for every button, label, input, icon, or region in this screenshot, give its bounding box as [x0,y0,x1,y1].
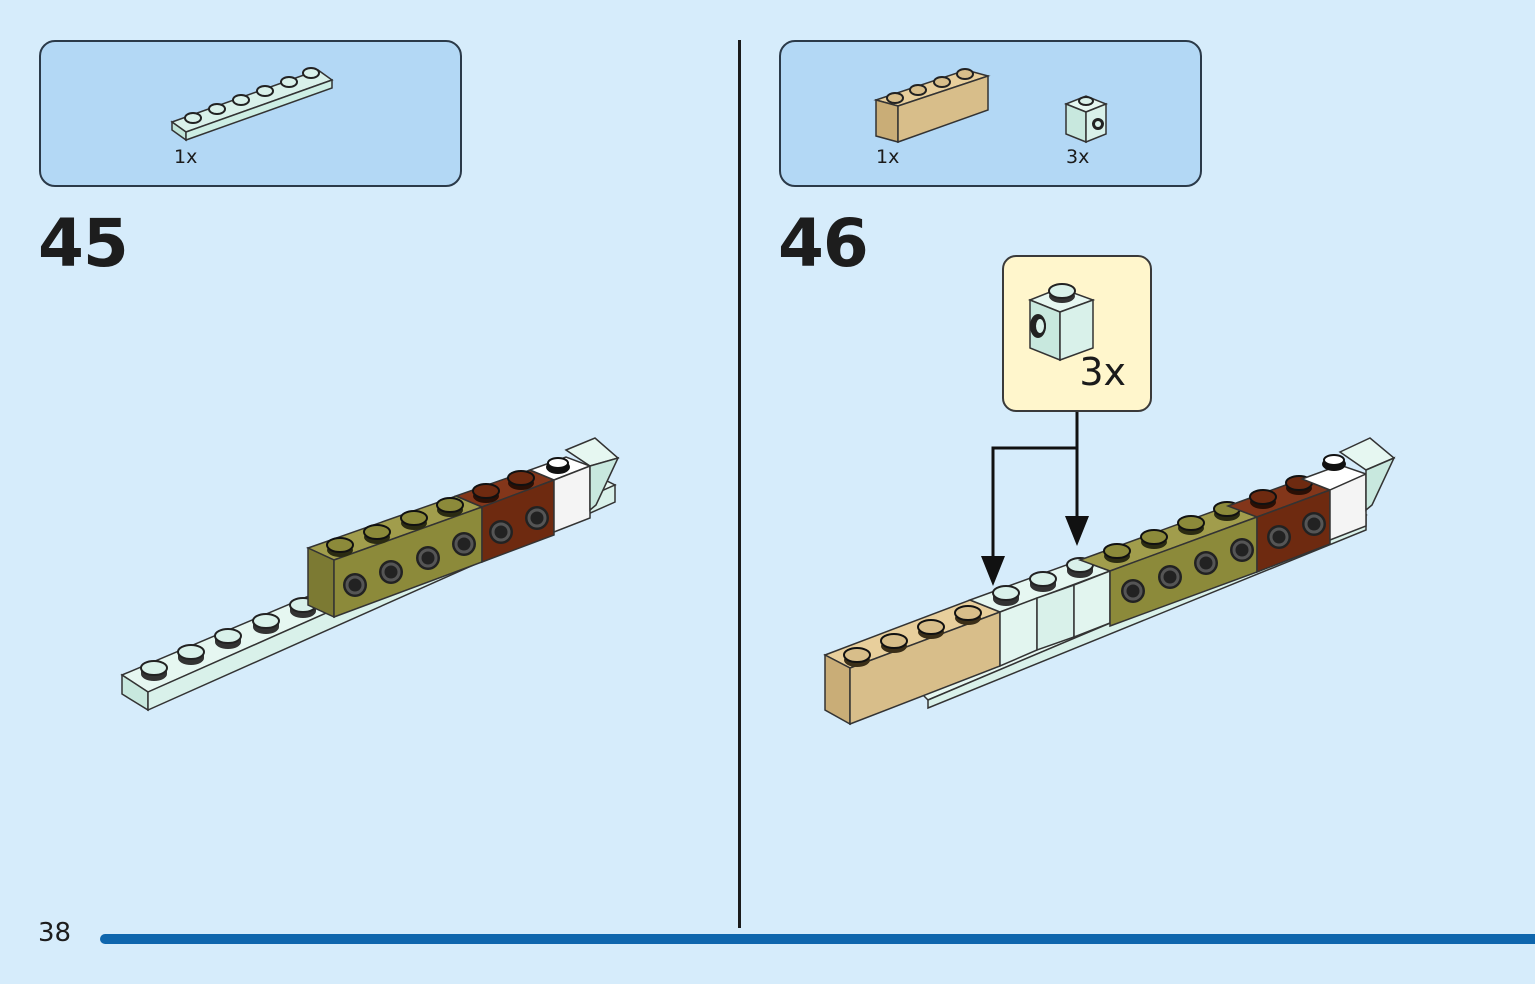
part-qty: 3x [1066,146,1090,168]
part-qty: 1x [174,146,198,168]
part-qty: 1x [876,146,900,168]
brick-1x1-side-stud-icon [1063,95,1109,144]
plate-1x6-icon [170,67,334,142]
progress-line [100,934,1535,944]
page-number: 38 [38,918,72,948]
step-number: 46 [778,205,869,282]
callout-brick-icon [1027,283,1096,362]
arrow-head [981,556,1005,586]
placement-arrows [991,412,1079,560]
step-number: 45 [38,205,129,282]
step-46-model [823,437,1396,726]
step-45-model [120,437,620,712]
arrow-head [1065,516,1089,546]
brick-1x4-tan-icon [873,68,991,144]
parts-list-step-46: 1x 3x [779,40,1202,187]
callout-qty: 3x [1079,350,1126,394]
step-divider [738,40,741,928]
